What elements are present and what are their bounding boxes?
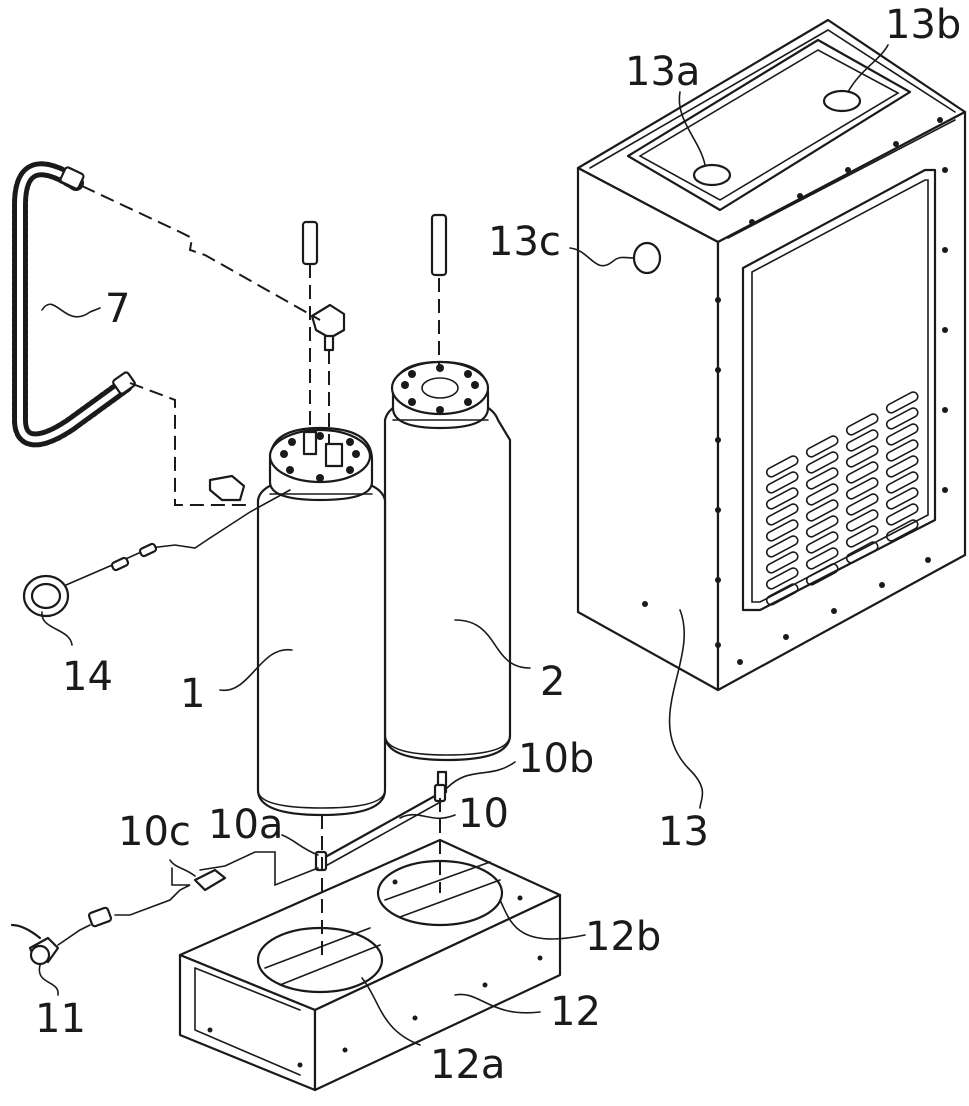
label-12-text: 12: [550, 989, 601, 1035]
label-10a-text: 10a: [208, 802, 283, 848]
label-10-text: 10: [458, 791, 509, 837]
valve-11: [12, 925, 90, 964]
label-10b-text: 10b: [518, 736, 594, 782]
cylinder-2: [385, 362, 510, 792]
label-11: 11: [35, 965, 86, 1042]
label-13-text: 13: [658, 809, 709, 855]
label-12b-text: 12b: [585, 914, 661, 960]
valve-body: [326, 444, 342, 466]
label-13c-text: 13c: [488, 219, 561, 265]
cylinder-1: [258, 428, 385, 815]
label-13a-text: 13a: [625, 49, 700, 95]
label-12a-text: 12a: [430, 1042, 505, 1088]
top-hole-13a: [694, 165, 730, 185]
cabinet-13: [578, 20, 965, 690]
label-1-text: 1: [180, 671, 205, 717]
base-hole-12a: [258, 928, 382, 992]
label-10c-text: 10c: [118, 809, 191, 855]
label-7: 7: [42, 286, 130, 332]
label-14: 14: [42, 612, 113, 700]
top-hole-13b: [824, 91, 860, 111]
label-10: 10: [400, 791, 509, 837]
side-port-13c: [634, 243, 660, 273]
label-7-text: 7: [105, 286, 130, 332]
elbow-fitting-top: [312, 305, 344, 338]
label-10c: 10c: [118, 809, 195, 876]
label-2-text: 2: [540, 659, 565, 705]
label-14-text: 14: [62, 654, 113, 700]
label-11-text: 11: [35, 996, 86, 1042]
gauge-14: [24, 490, 290, 616]
elbow-fitting-side: [210, 476, 244, 500]
label-13b-text: 13b: [885, 2, 961, 48]
